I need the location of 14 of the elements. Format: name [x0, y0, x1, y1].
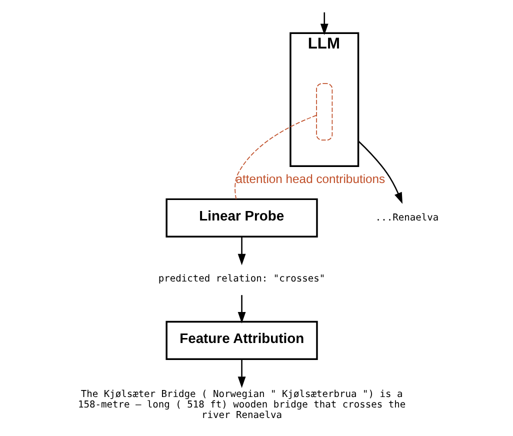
arrow	[237, 236, 246, 266]
node-box: Linear Probe	[165, 198, 318, 238]
arrow	[320, 12, 328, 36]
node-text: predicted relation: "crosses"	[158, 274, 325, 285]
node-text: The Kjølsæter Bridge ( Norwegian " Kjølsæterbrua ") is a 158-metre – long ( 518 ft) wooden bridge that crosses the river Renaelva	[77, 389, 406, 422]
arrow	[237, 295, 246, 324]
connector	[234, 114, 316, 200]
arrow	[357, 140, 402, 204]
arrow	[237, 359, 246, 388]
edge-label: attention head contributions	[235, 172, 385, 186]
node-text: ...Renaelva	[374, 212, 438, 224]
node-box: Feature Attribution	[165, 320, 318, 360]
node-box	[316, 83, 332, 140]
cluster: LLM	[289, 32, 359, 168]
